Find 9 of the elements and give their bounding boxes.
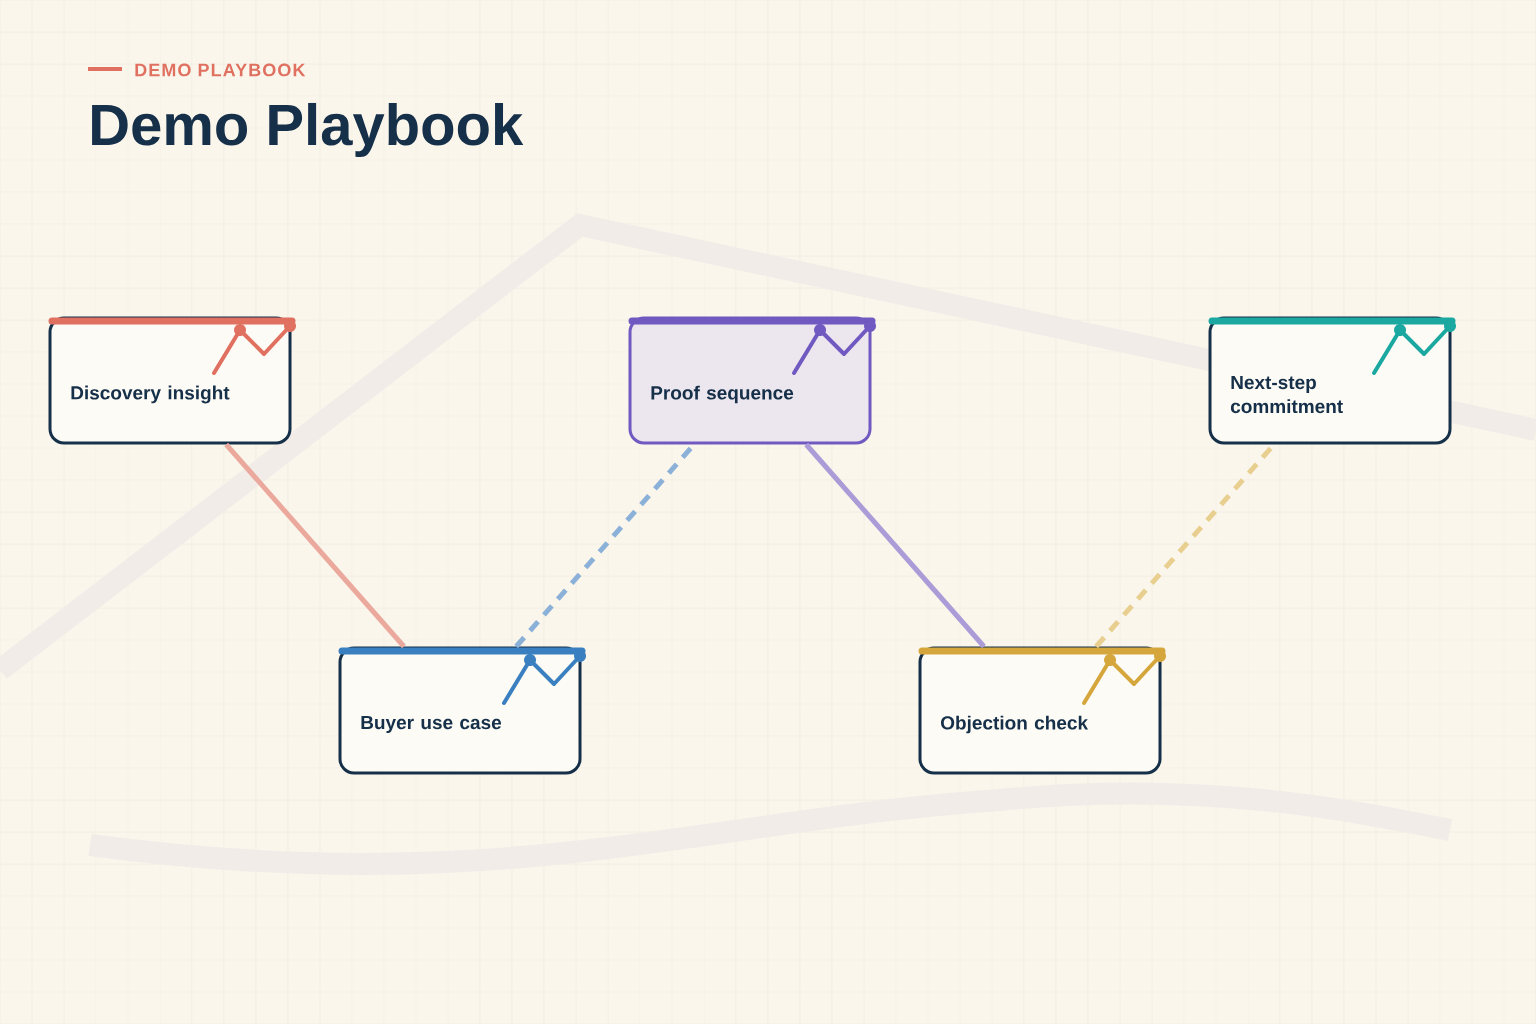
kicker-text: DEMO PLAYBOOK bbox=[135, 63, 306, 77]
page-title: Demo Playbook bbox=[92, 102, 524, 157]
connector-line bbox=[224, 442, 406, 649]
process-box: Next-step commitment bbox=[1208, 316, 1452, 445]
process-box: Objection check bbox=[918, 646, 1162, 775]
connector-line bbox=[804, 442, 986, 649]
process-box: Buyer use case bbox=[338, 646, 582, 775]
process-box: Proof sequence bbox=[628, 316, 872, 445]
process-box: Discovery insight bbox=[48, 316, 292, 445]
